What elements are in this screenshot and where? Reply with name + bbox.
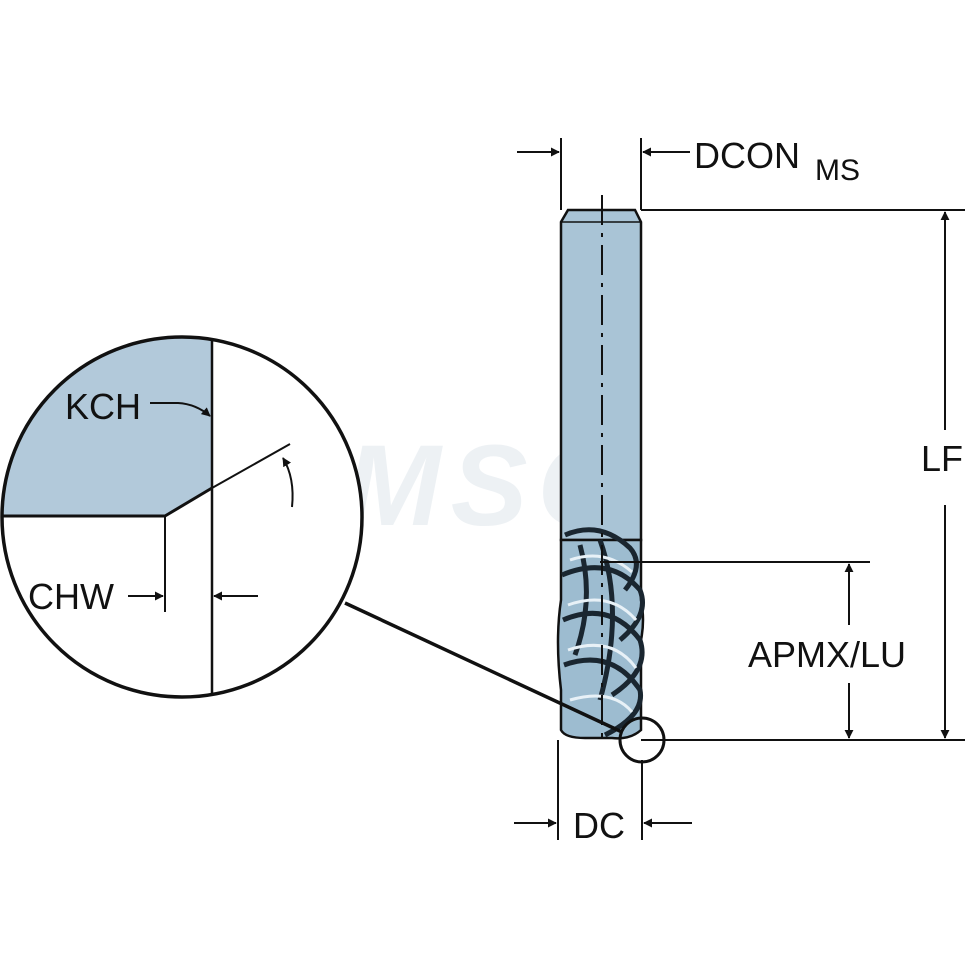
apmx-lu-label: APMX/LU [748, 634, 906, 675]
kch-leader [150, 402, 211, 417]
lf-label: LF [921, 438, 963, 479]
dc-dimension [514, 740, 692, 840]
dc-label: DC [573, 805, 625, 846]
corner-chamfer-detail [0, 335, 364, 699]
kch-label: KCH [65, 386, 141, 427]
dcon-dimension [517, 138, 690, 210]
corner-detail-marker [618, 716, 666, 764]
dcon-label: DCON [694, 135, 800, 176]
lf-dimension [641, 209, 965, 741]
apmx-dimension [600, 561, 870, 739]
chw-label: CHW [28, 576, 114, 617]
end-mill-tool [556, 195, 645, 740]
dcon-subscript: MS [815, 154, 860, 187]
kch-angle-arc [282, 457, 294, 508]
detail-leader-line [344, 601, 623, 734]
